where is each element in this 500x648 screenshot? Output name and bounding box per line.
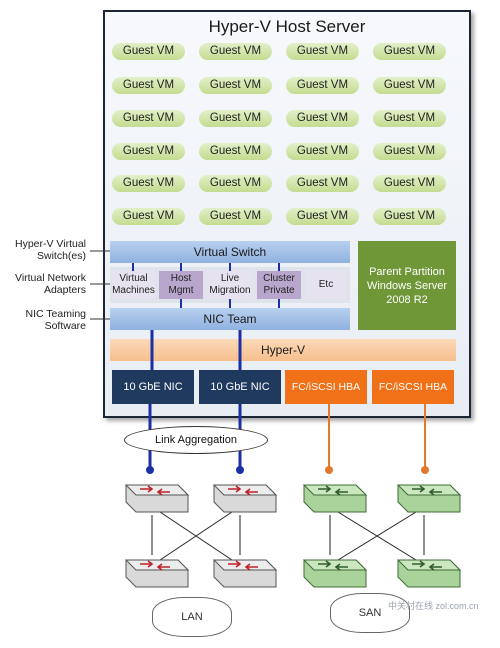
guest-vm: Guest VM xyxy=(112,208,185,225)
label-virtual-network-adapters: Virtual Network Adapters xyxy=(15,272,86,296)
guest-vm: Guest VM xyxy=(373,143,446,160)
virtual-switch: Virtual Switch xyxy=(110,241,350,263)
san-switch-icon xyxy=(396,484,462,513)
san-switch-icon xyxy=(302,559,368,588)
parent-partition-label: Parent Partition Windows Server 2008 R2 xyxy=(366,265,448,306)
label-nic-teaming-software: NIC Teaming Software xyxy=(25,308,87,332)
guest-vm: Guest VM xyxy=(373,110,446,127)
san-port-2 xyxy=(421,466,429,474)
adapter-live-migration: Live Migration xyxy=(207,271,253,299)
san-port-1 xyxy=(325,466,333,474)
adapter-cluster-private: Cluster Private xyxy=(257,271,301,299)
guest-vm: Guest VM xyxy=(286,110,359,127)
san-switch-icon xyxy=(302,484,368,513)
lan-switch-icon xyxy=(212,559,278,588)
guest-vm: Guest VM xyxy=(373,43,446,60)
guest-vm: Guest VM xyxy=(199,143,272,160)
guest-vm: Guest VM xyxy=(199,77,272,94)
guest-vm: Guest VM xyxy=(112,143,185,160)
guest-vm: Guest VM xyxy=(112,77,185,94)
san-switch-icon xyxy=(396,559,462,588)
lan-switch-icon xyxy=(212,484,278,513)
guest-vm: Guest VM xyxy=(199,43,272,60)
guest-vm: Guest VM xyxy=(199,175,272,192)
lan-switch-icon xyxy=(124,484,190,513)
guest-vm: Guest VM xyxy=(199,110,272,127)
host-title: Hyper-V Host Server xyxy=(208,17,366,36)
nic-10gbe-1: 10 GbE NIC xyxy=(112,370,194,404)
guest-vm: Guest VM xyxy=(286,175,359,192)
lan-port-1 xyxy=(146,466,154,474)
nic-team: NIC Team xyxy=(110,308,350,330)
hba-fc-iscsi-2: FC/iSCSI HBA xyxy=(372,370,454,404)
adapter-host-mgmt: Host Mgmt xyxy=(159,271,203,299)
parent-partition: Parent Partition Windows Server 2008 R2 xyxy=(358,241,456,330)
san-cloud: SAN xyxy=(330,593,410,633)
adapter-virtual-machines: Virtual Machines xyxy=(112,271,155,299)
guest-vm: Guest VM xyxy=(286,208,359,225)
lan-port-2 xyxy=(236,466,244,474)
hba-label: FC/iSCSI HBA xyxy=(291,380,361,393)
guest-vm: Guest VM xyxy=(373,208,446,225)
guest-vm: Guest VM xyxy=(286,77,359,94)
guest-vm: Guest VM xyxy=(286,143,359,160)
nic-10gbe-2: 10 GbE NIC xyxy=(199,370,281,404)
hba-label: FC/iSCSI HBA xyxy=(378,380,448,393)
guest-vm: Guest VM xyxy=(112,110,185,127)
guest-vm: Guest VM xyxy=(373,175,446,192)
lan-cloud: LAN xyxy=(152,597,232,637)
guest-vm: Guest VM xyxy=(112,43,185,60)
guest-vm: Guest VM xyxy=(373,77,446,94)
link-aggregation: Link Aggregation xyxy=(124,426,268,454)
adapter-etc: Etc xyxy=(306,271,346,299)
label-hyperv-virtual-switches: Hyper-V Virtual Switch(es) xyxy=(15,238,86,262)
guest-vm: Guest VM xyxy=(112,175,185,192)
watermark-text: 中关村在线 zol.com.cn xyxy=(388,601,479,611)
lan-switch-icon xyxy=(124,559,190,588)
guest-vm: Guest VM xyxy=(286,43,359,60)
hyperv-layer: Hyper-V xyxy=(110,339,456,361)
hba-fc-iscsi-1: FC/iSCSI HBA xyxy=(285,370,367,404)
guest-vm: Guest VM xyxy=(199,208,272,225)
